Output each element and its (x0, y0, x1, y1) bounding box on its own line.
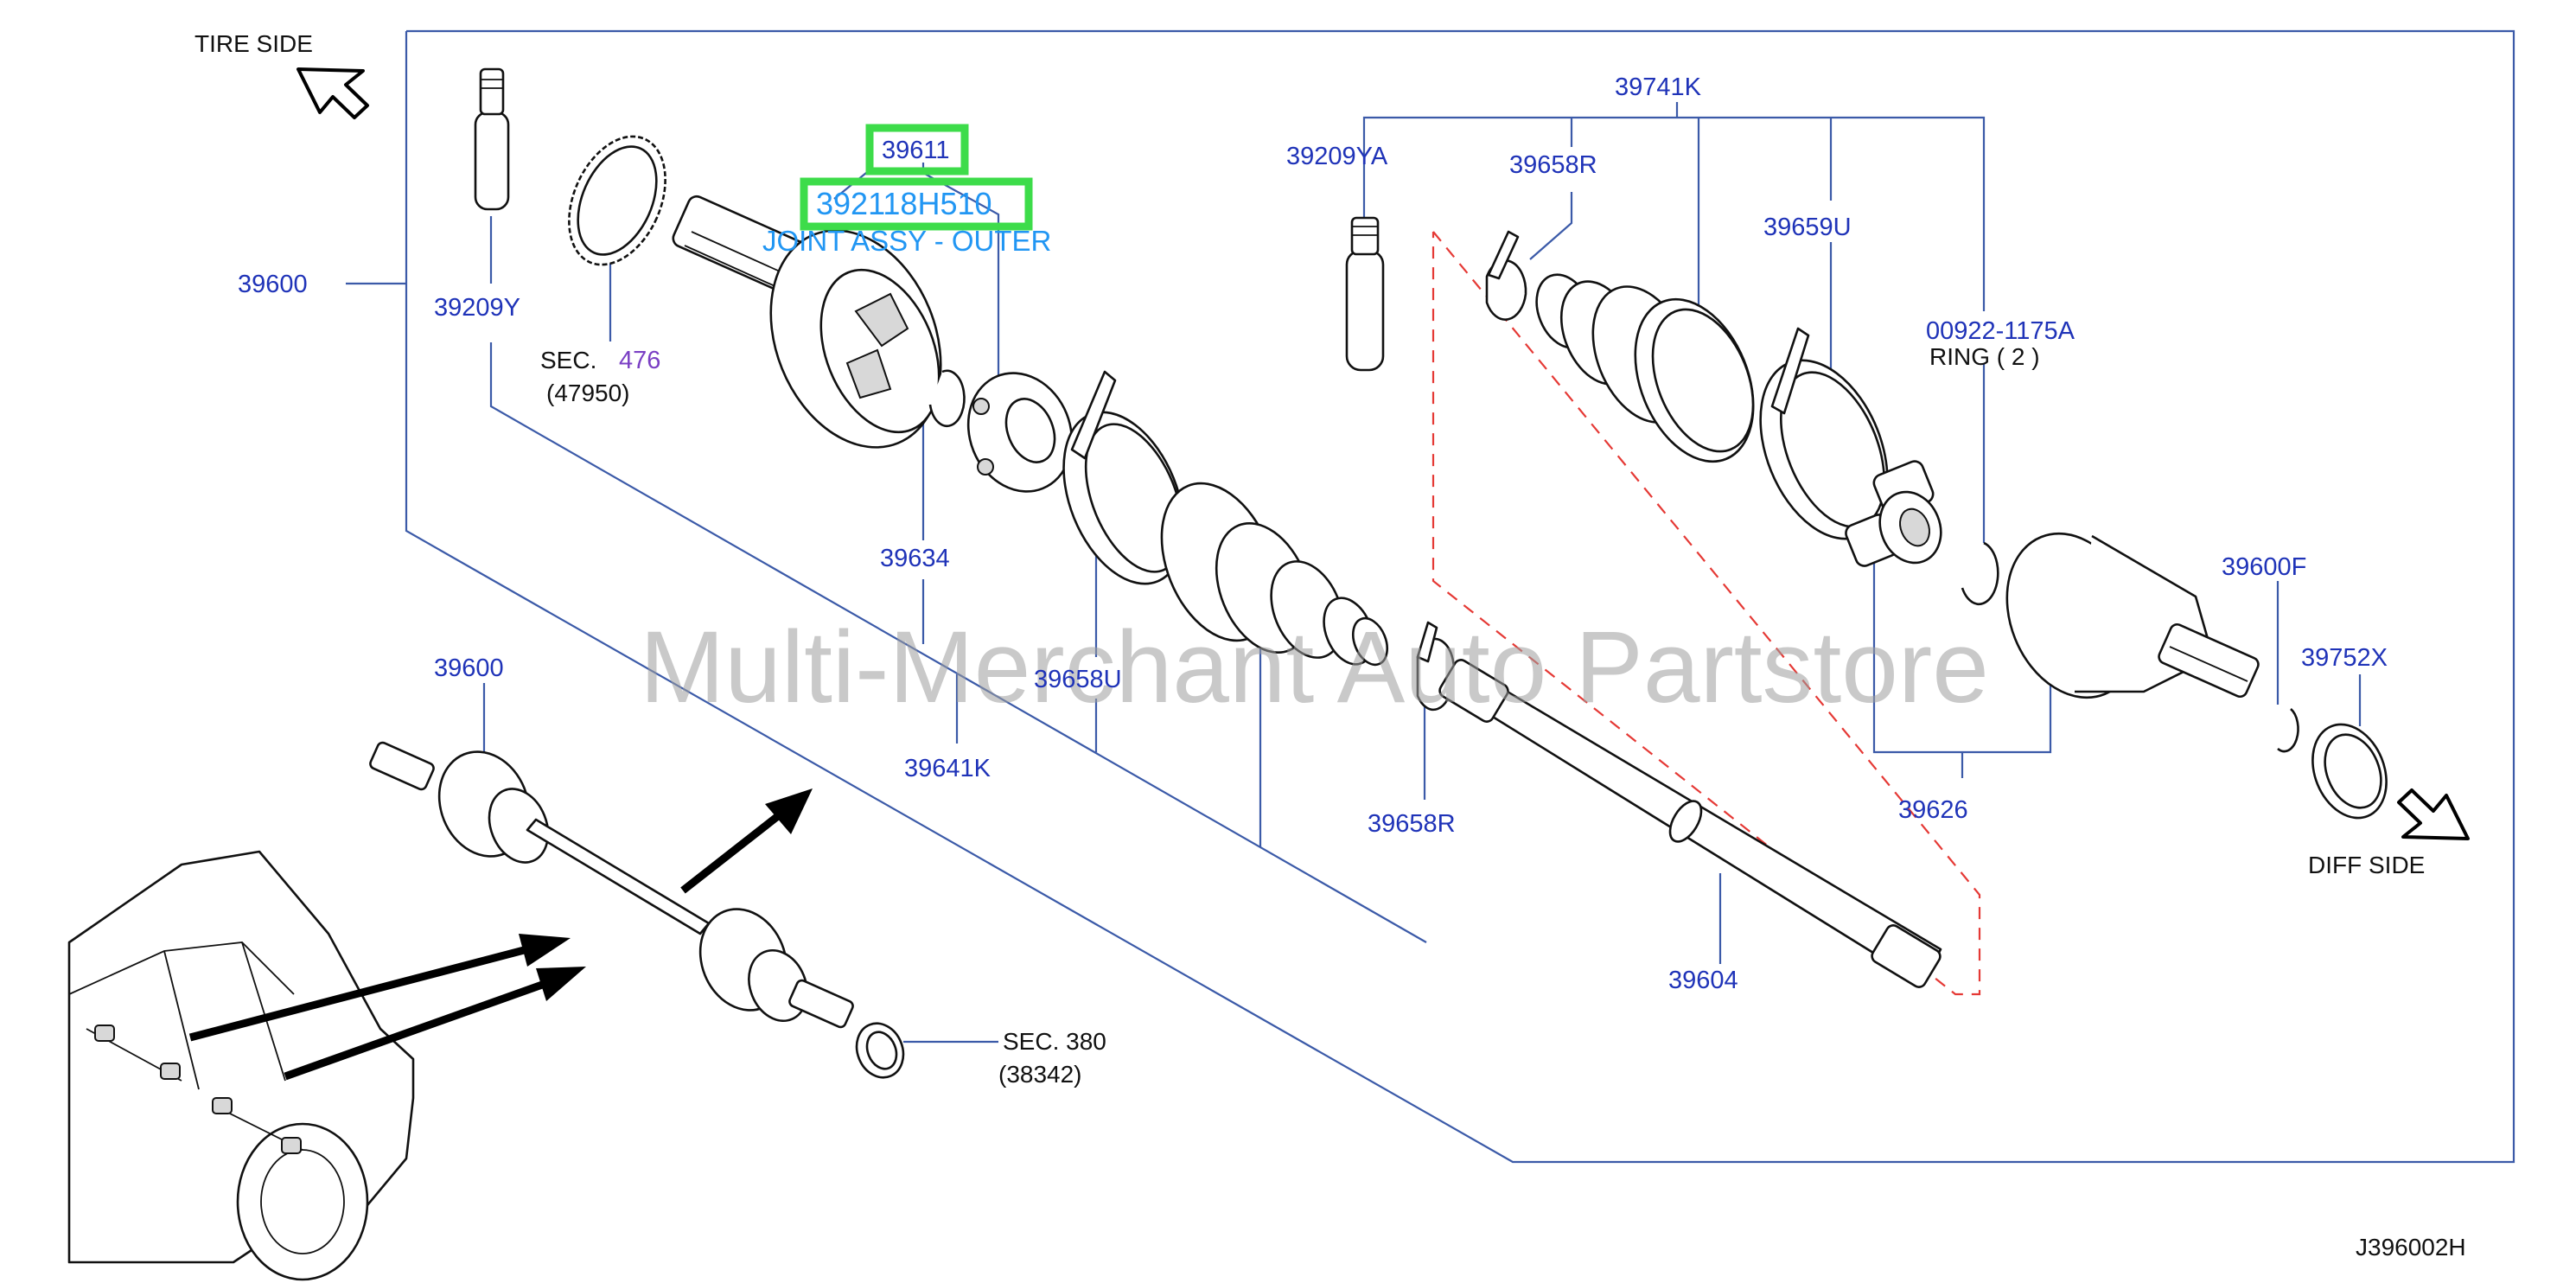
assembled-drive-shaft (369, 741, 905, 1079)
small-band-39658R-inner (1485, 230, 1527, 321)
snap-ring-00922-1175A (1961, 541, 1999, 606)
diagram-frame (346, 29, 2515, 1164)
highlight-39611[interactable] (865, 124, 969, 176)
part-label-39752X[interactable]: 39752X (2301, 644, 2388, 672)
diagram-code: J396002H (2356, 1234, 2466, 1261)
part-label-39741K[interactable]: 39741K (1615, 73, 1702, 101)
snap-ring-39600F (2277, 708, 2299, 753)
part-label-39600F[interactable]: 39600F (2222, 553, 2306, 581)
drive-shaft-39604 (1438, 659, 1942, 988)
abs-sensor-ring-47950 (568, 135, 666, 266)
watermark: Multi-Merchant Auto Partstore (640, 610, 1989, 724)
sec-476-ref: (47950) (546, 380, 630, 406)
outer-joint-assembly (672, 195, 942, 449)
inner-race-39641K (966, 372, 1074, 493)
grease-tube-39209Y (474, 67, 510, 211)
tire-side-label: TIRE SIDE (194, 30, 313, 57)
inner-joint-housing-39600F (2005, 532, 2260, 699)
spider-assembly-39626 (1845, 460, 1942, 567)
grease-tube-39209YA (1345, 216, 1385, 372)
part-label-39634[interactable]: 39634 (880, 545, 950, 572)
boot-band-39659U (1759, 327, 1889, 540)
sec-380-ref: (38342) (998, 1061, 1082, 1088)
inner-shaft-dashed-outline (1431, 231, 1981, 996)
outer-boot (1160, 482, 1389, 667)
snap-ring-39634 (928, 369, 966, 428)
direction-arrows (188, 788, 813, 1081)
part-label-39658R-top[interactable]: 39658R (1509, 151, 1597, 179)
part-label-39209YA[interactable]: 39209YA (1286, 143, 1388, 170)
vehicle-sketch (67, 850, 415, 1281)
inner-boot (1535, 273, 1755, 463)
part-label-39626[interactable]: 39626 (1898, 796, 1968, 824)
part-label-392118H510[interactable]: 392118H510 (816, 186, 992, 221)
ring-quantity-label: RING ( 2 ) (1929, 343, 2040, 370)
sec-380-label[interactable]: SEC. 380 (1003, 1028, 1106, 1055)
part-label-39641K[interactable]: 39641K (904, 755, 992, 782)
part-label-39600-main[interactable]: 39600 (238, 271, 308, 298)
part-label-39600-small[interactable]: 39600 (434, 654, 504, 682)
sec-476-link[interactable]: 476 (619, 347, 660, 374)
highlight-392118H510[interactable] (800, 177, 1033, 231)
part-label-39659U[interactable]: 39659U (1763, 214, 1852, 241)
part-label-39611[interactable]: 39611 (882, 137, 950, 164)
dust-seal-39752X (2311, 723, 2388, 820)
diff-side-arrow-icon (2397, 788, 2470, 840)
sec-476-prefix: SEC. (540, 347, 596, 373)
part-label-39658U[interactable]: 39658U (1034, 666, 1122, 693)
part-description-joint-assy-outer: JOINT ASSY - OUTER (762, 225, 1051, 257)
part-label-39209Y[interactable]: 39209Y (434, 294, 520, 322)
tire-side-arrow-icon (296, 67, 369, 119)
boot-band-39658U (1062, 370, 1185, 585)
part-label-39658R-bottom[interactable]: 39658R (1368, 810, 1456, 838)
part-label-00922-1175A[interactable]: 00922-1175A (1926, 317, 2075, 345)
part-label-39604[interactable]: 39604 (1668, 967, 1738, 994)
diff-side-label: DIFF SIDE (2308, 852, 2425, 878)
